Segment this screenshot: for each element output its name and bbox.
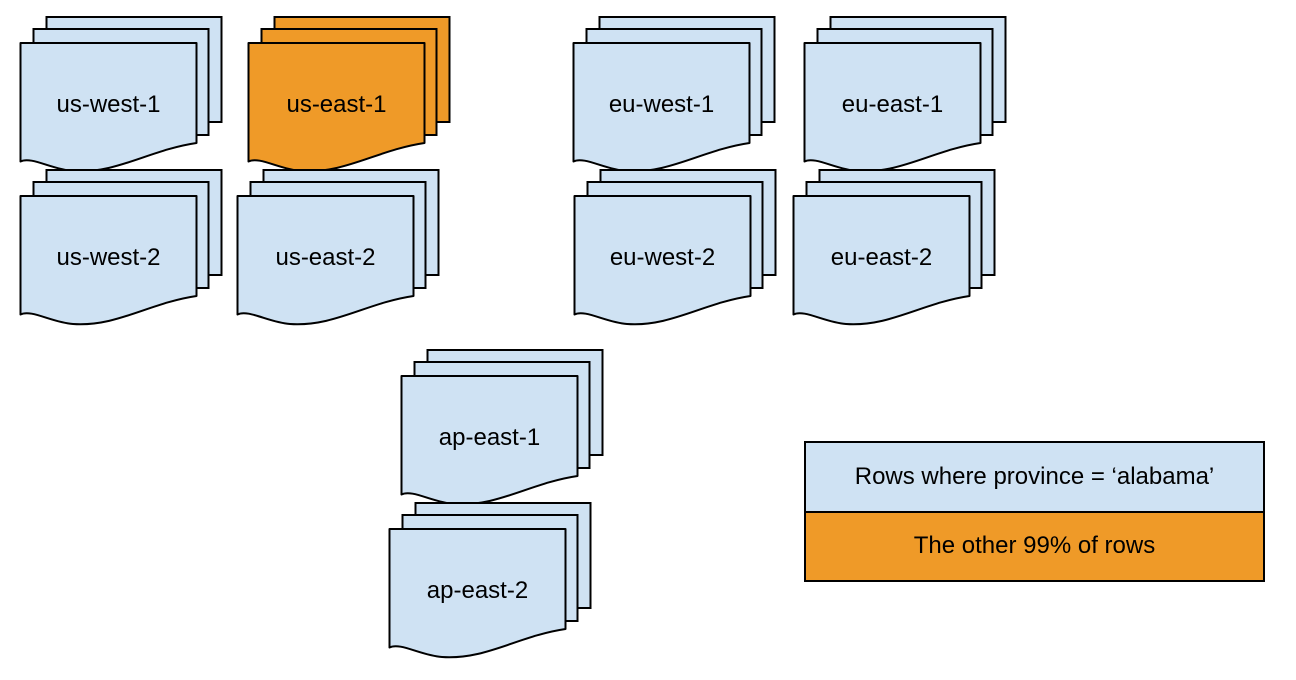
document-stack-eu-west-2: eu-west-2 bbox=[573, 169, 777, 327]
legend-item-label: The other 99% of rows bbox=[913, 532, 1156, 560]
multi-document-icon bbox=[572, 16, 776, 173]
multi-document-icon bbox=[236, 169, 440, 326]
multi-document-icon bbox=[247, 16, 451, 173]
multi-document-icon bbox=[803, 16, 1007, 173]
document-stack-us-east-2: us-east-2 bbox=[236, 169, 440, 327]
document-stack-eu-east-2: eu-east-2 bbox=[792, 169, 996, 327]
multi-document-icon bbox=[400, 349, 604, 506]
front-document bbox=[236, 195, 415, 326]
document-stack-ap-east-2: ap-east-2 bbox=[388, 502, 592, 660]
front-document bbox=[573, 195, 752, 326]
front-document bbox=[803, 42, 982, 173]
front-document bbox=[388, 528, 567, 659]
document-stack-eu-east-1: eu-east-1 bbox=[803, 16, 1007, 174]
front-document bbox=[19, 195, 198, 326]
legend-item-label: Rows where province = ‘alabama’ bbox=[854, 462, 1215, 490]
multi-document-icon bbox=[19, 169, 223, 326]
front-document bbox=[400, 375, 579, 506]
multi-document-icon bbox=[792, 169, 996, 326]
document-stack-eu-west-1: eu-west-1 bbox=[572, 16, 776, 174]
front-document bbox=[247, 42, 426, 173]
legend-item: Rows where province = ‘alabama’ bbox=[806, 443, 1263, 511]
front-document bbox=[19, 42, 198, 173]
legend-item: The other 99% of rows bbox=[806, 510, 1263, 580]
front-document bbox=[792, 195, 971, 326]
document-stack-us-west-2: us-west-2 bbox=[19, 169, 223, 327]
document-stack-us-east-1: us-east-1 bbox=[247, 16, 451, 174]
legend: Rows where province = ‘alabama’ The othe… bbox=[804, 441, 1265, 582]
multi-document-icon bbox=[19, 16, 223, 173]
document-stack-ap-east-1: ap-east-1 bbox=[400, 349, 604, 507]
multi-document-icon bbox=[573, 169, 777, 326]
document-stack-us-west-1: us-west-1 bbox=[19, 16, 223, 174]
multi-document-icon bbox=[388, 502, 592, 659]
front-document bbox=[572, 42, 751, 173]
